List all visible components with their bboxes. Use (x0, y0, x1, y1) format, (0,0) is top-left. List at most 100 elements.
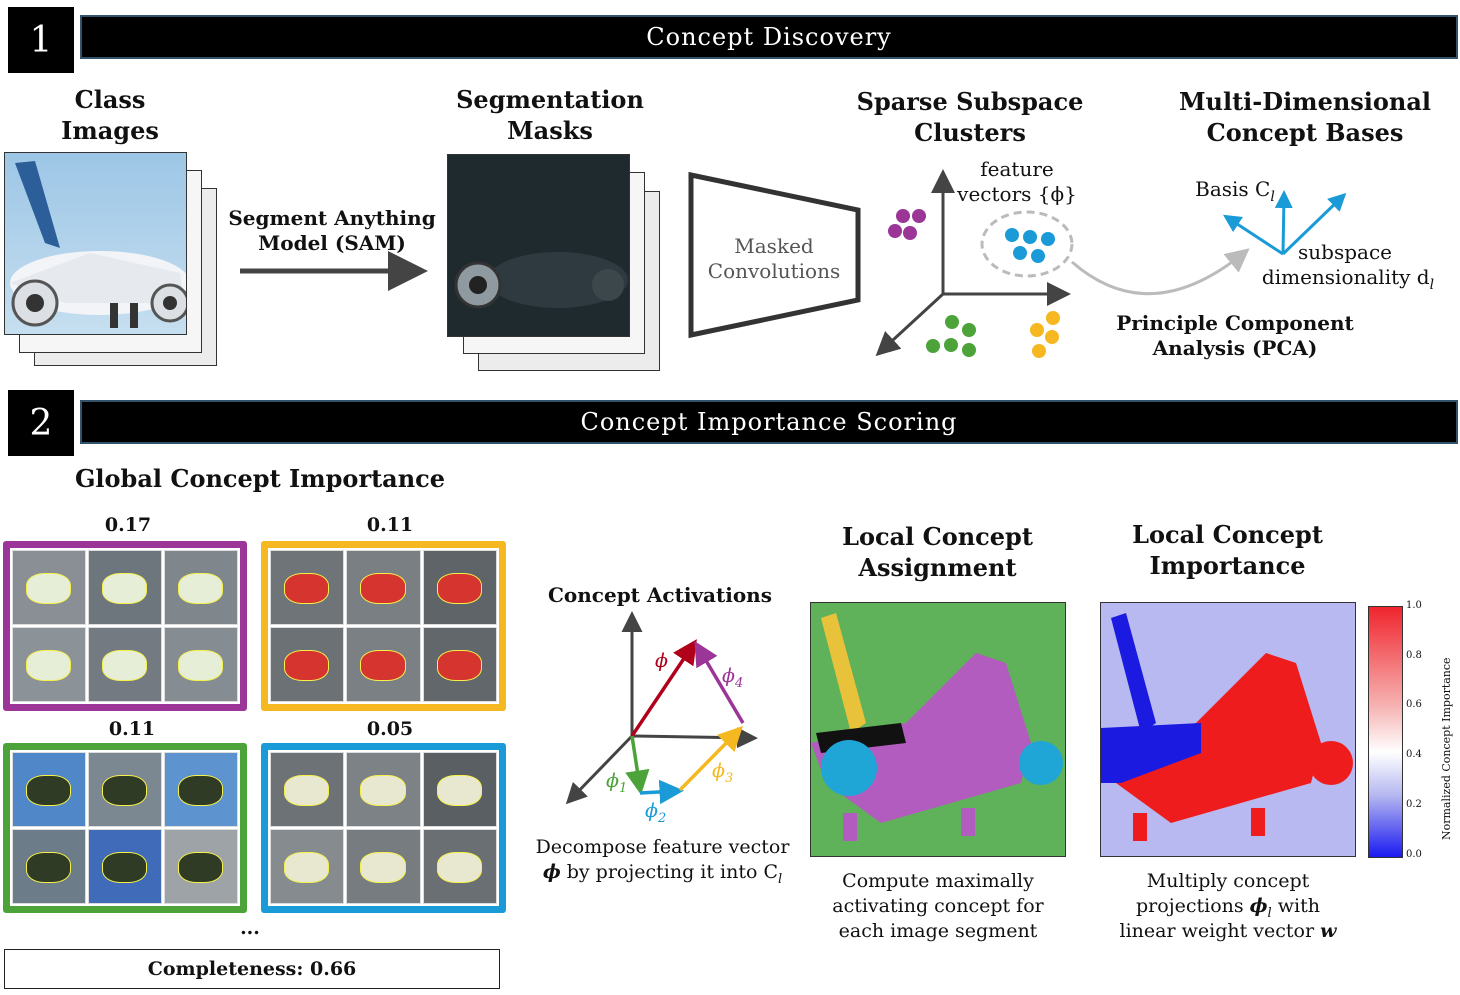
multi-dim-heading: Multi-Dimensional Concept Bases (1178, 87, 1432, 147)
concept-thumbnail (270, 627, 345, 702)
concept-thumbnail (422, 752, 497, 827)
concept-thumbnail (346, 627, 421, 702)
caption3-w: w (1320, 920, 1337, 942)
concept-thumbnail (12, 829, 86, 904)
green-cluster (926, 315, 976, 357)
segment-highlight (436, 572, 483, 605)
concept-thumbnail (346, 550, 421, 625)
phi3-symbol: ϕ (712, 760, 725, 782)
concept-thumbnail (422, 550, 497, 625)
group-score-yellow: 0.11 (366, 514, 414, 536)
segment-highlight (436, 851, 483, 884)
segment-highlight (177, 774, 224, 807)
purple-cluster (888, 209, 926, 240)
segment-highlight (284, 774, 330, 807)
section-2-banner: Concept Importance Scoring (80, 400, 1458, 444)
phi-label: ϕ (655, 650, 668, 672)
caption2-text-a: projections (1136, 895, 1250, 917)
basis-text: Basis C (1195, 177, 1271, 201)
decompose-phi: ϕ (542, 861, 561, 883)
segment-highlight (101, 851, 148, 884)
section-1-banner: Concept Discovery (80, 15, 1458, 59)
concept-thumbnail (12, 550, 86, 625)
concept-group-green (3, 743, 247, 913)
pca-arrow (1071, 248, 1250, 296)
concept-thumbnail (270, 550, 345, 625)
concept-thumbnail (270, 752, 345, 827)
colorbar-tick: 1.0 (1406, 600, 1422, 611)
ellipsis: ... (240, 917, 260, 939)
segment-highlight (101, 572, 148, 605)
class-images-heading: Class Images (61, 85, 159, 145)
basis-label: Basis Cl (1180, 177, 1290, 210)
phi2-label: ϕ2 (645, 800, 666, 826)
concept-thumbnail (12, 752, 86, 827)
completeness-box: Completeness: 0.66 (4, 949, 500, 989)
segment-highlight (25, 851, 72, 884)
basis-subscript: l (1270, 189, 1275, 205)
phi3-label: ϕ3 (712, 760, 733, 786)
local-assignment-illustration (811, 613, 1063, 841)
segment-highlight (25, 572, 72, 605)
sparse-subspace-heading: Sparse Subspace Clusters (856, 87, 1084, 147)
phi2-symbol: ϕ (645, 800, 658, 822)
colorbar-tick: 0.6 (1406, 699, 1422, 711)
concept-thumbnail (422, 829, 497, 904)
masked-airplane-image (447, 154, 630, 337)
segment-highlight (25, 774, 72, 807)
section-2-title: Concept Importance Scoring (580, 408, 958, 436)
concept-thumbnail (164, 752, 238, 827)
phi4-symbol: ϕ (722, 665, 735, 687)
concept-thumbnail (88, 550, 162, 625)
concept-thumbnail (164, 550, 238, 625)
phi1-subscript: 1 (618, 780, 628, 796)
group-score-purple: 0.17 (104, 514, 152, 536)
concept-thumbnail (88, 829, 162, 904)
dimensionality-subscript: l (1429, 277, 1435, 293)
local-importance-caption-line1: Multiply concept (1146, 870, 1310, 892)
local-assignment-caption: Compute maximally activating concept for… (832, 870, 1044, 942)
local-importance-heading: Local Concept Importance (1132, 520, 1323, 580)
section-1-number: 1 (8, 7, 74, 73)
phi4-label: ϕ4 (722, 665, 743, 691)
concept-thumbnail (346, 829, 421, 904)
segment-highlight (436, 774, 483, 807)
segment-highlight (436, 649, 483, 682)
concept-thumbnail (88, 627, 162, 702)
concept-thumbnail (164, 829, 238, 904)
pca-label: Principle Component Analysis (PCA) (1116, 311, 1354, 360)
concept-thumbnail (164, 627, 238, 702)
decompose-subscript: l (778, 871, 783, 887)
phi4-subscript: 4 (734, 675, 744, 691)
caption2-subscript: l (1267, 905, 1272, 921)
local-importance-illustration (1101, 613, 1353, 841)
segment-highlight (177, 851, 224, 884)
concept-thumbnail (12, 627, 86, 702)
group-score-blue: 0.05 (366, 718, 414, 740)
segment-highlight (25, 649, 72, 682)
sam-label: Segment Anything Model (SAM) (228, 206, 436, 255)
segment-highlight (177, 572, 224, 605)
segment-highlight (101, 649, 148, 682)
concept-thumbnail (270, 829, 345, 904)
group-score-green: 0.11 (108, 718, 156, 740)
phi1-label: ϕ1 (606, 770, 627, 796)
caption2-text-d: with (1271, 895, 1320, 917)
decompose-text: by projecting it into C (560, 861, 779, 883)
masked-convolution-block (688, 171, 861, 339)
colorbar (1368, 606, 1403, 858)
caption2-phi: ϕ (1249, 895, 1268, 917)
completeness-text: Completeness: 0.66 (147, 958, 357, 980)
segment-highlight (360, 851, 406, 884)
colorbar-label: Normalized Concept Importance (1440, 657, 1453, 840)
colorbar-tick: 0.0 (1406, 848, 1422, 860)
concept-thumbnail (88, 752, 162, 827)
blue-cluster (1005, 228, 1055, 263)
decompose-caption-line2: ϕ by projecting it into Cl (525, 860, 800, 892)
airplane-image (4, 152, 187, 335)
phi2-subscript: 2 (657, 810, 667, 826)
concept-group-yellow (261, 541, 506, 711)
local-assignment-heading: Local Concept Assignment (842, 522, 1033, 582)
section-1-title: Concept Discovery (646, 23, 892, 51)
segment-highlight (101, 774, 148, 807)
